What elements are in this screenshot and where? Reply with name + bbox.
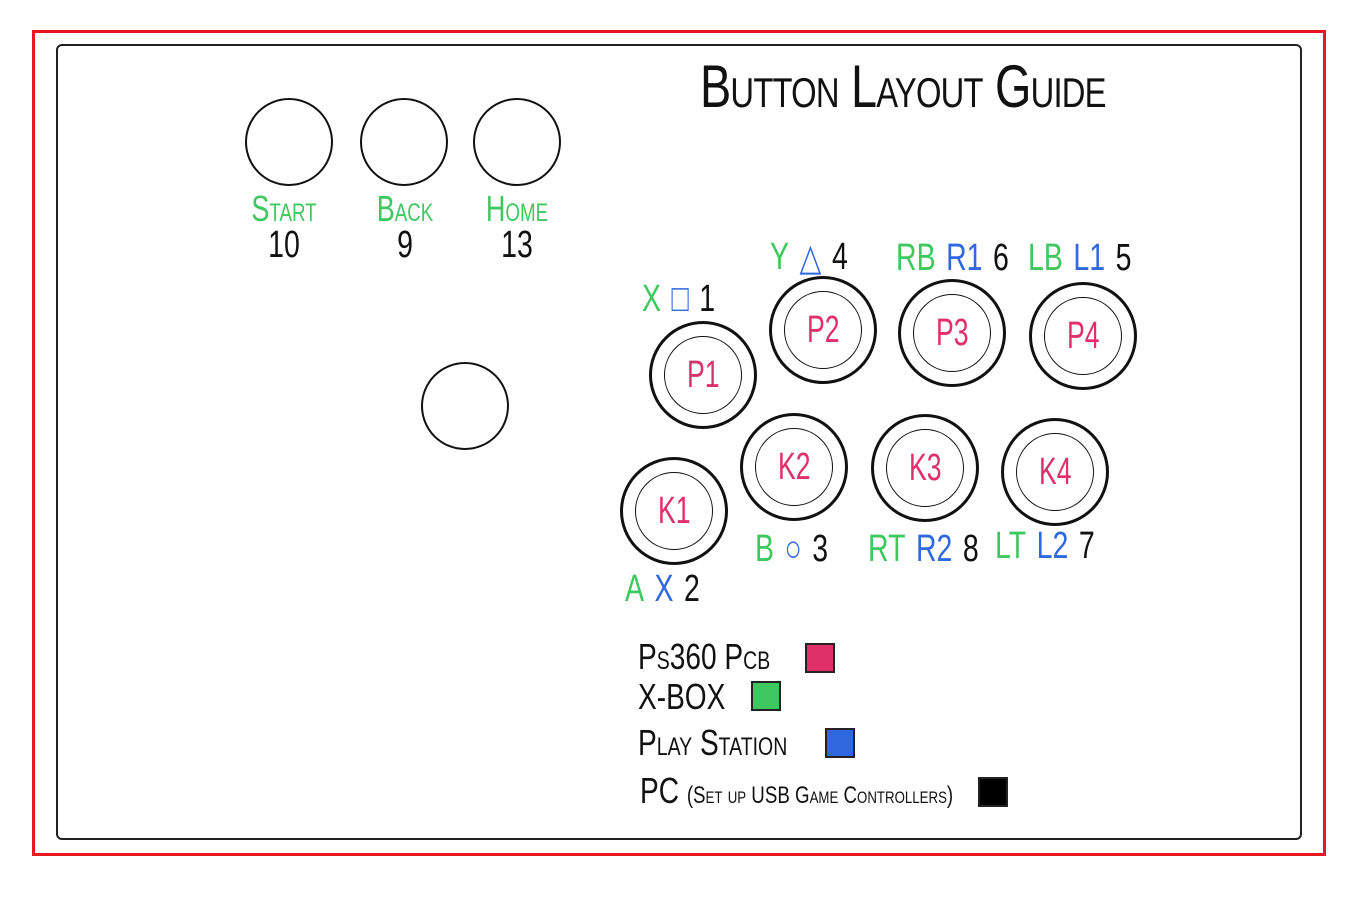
button-name: K1 — [657, 489, 691, 532]
home-caption: Home 13 — [447, 188, 587, 267]
pc-label: 1 — [699, 278, 716, 320]
legend-swatch-ps360 — [805, 643, 835, 673]
ps-label: □ — [671, 278, 689, 320]
xbox-label: RB — [896, 237, 936, 279]
button-name: P3 — [935, 311, 969, 354]
pc-label: 7 — [1078, 525, 1095, 567]
ps-label: △ — [799, 237, 822, 279]
button-name: K3 — [908, 446, 942, 489]
xbox-label: LT — [995, 525, 1027, 567]
pc-label: 5 — [1115, 237, 1132, 279]
home-label: Home — [485, 188, 549, 229]
button-k3[interactable]: K3 — [871, 414, 979, 522]
ps-label: L1 — [1073, 237, 1106, 279]
ps-label: L2 — [1036, 525, 1069, 567]
pc-label: 2 — [684, 568, 700, 610]
back-button[interactable] — [360, 98, 448, 186]
legend-ps360: Ps360 Pcb — [638, 636, 771, 677]
outer-frame — [32, 30, 1326, 856]
button-p1[interactable]: P1 — [649, 321, 757, 429]
pc-label: 4 — [831, 236, 848, 278]
home-button[interactable] — [473, 98, 561, 186]
mapping-p1: X□1 — [642, 278, 715, 321]
legend-playstation: Play Station — [638, 722, 788, 763]
ps-label: ○ — [784, 528, 802, 570]
button-name: P4 — [1066, 314, 1100, 357]
panel-outline — [56, 44, 1302, 840]
start-number: 10 — [268, 224, 300, 266]
legend-swatch-xbox — [751, 681, 781, 711]
button-name: K4 — [1038, 450, 1072, 493]
start-button[interactable] — [245, 98, 333, 186]
legend-pc-note: (Set up USB Game Controllers) — [686, 782, 954, 809]
button-name: P1 — [686, 353, 720, 396]
xbox-label: X — [642, 278, 662, 320]
button-k1[interactable]: K1 — [620, 457, 728, 565]
button-p2[interactable]: P2 — [769, 276, 877, 384]
ps-label: X — [654, 568, 674, 610]
back-label: Back — [376, 188, 434, 229]
back-caption: Back 9 — [335, 188, 475, 267]
start-caption: Start 10 — [214, 188, 354, 267]
joystick[interactable] — [421, 362, 509, 450]
pc-label: 3 — [812, 528, 829, 570]
legend-pc: PC (Set up USB Game Controllers) — [640, 770, 953, 812]
mapping-k2: B○3 — [755, 528, 828, 571]
start-label: Start — [251, 188, 317, 229]
legend-swatch-pc — [978, 777, 1008, 807]
back-number: 9 — [397, 224, 413, 266]
ps-label: R2 — [915, 528, 953, 570]
button-p4[interactable]: P4 — [1029, 282, 1137, 390]
mapping-p2: Y△4 — [770, 235, 848, 280]
xbox-label: RT — [868, 528, 906, 570]
home-number: 13 — [501, 224, 533, 266]
button-name: K2 — [777, 445, 811, 488]
xbox-label: A — [625, 568, 645, 610]
button-name: P2 — [806, 308, 840, 351]
xbox-label: Y — [770, 236, 790, 278]
legend-pc-label: PC — [640, 770, 680, 811]
pc-label: 8 — [962, 528, 979, 570]
xbox-label: B — [755, 528, 775, 570]
button-k2[interactable]: K2 — [740, 413, 848, 521]
xbox-label: LB — [1028, 237, 1063, 279]
legend-swatch-playstation — [825, 728, 855, 758]
page-title: Button Layout Guide — [700, 53, 1107, 120]
pc-label: 6 — [993, 237, 1009, 279]
button-k4[interactable]: K4 — [1001, 418, 1109, 526]
legend-xbox: X-BOX — [638, 676, 726, 717]
ps-label: R1 — [946, 237, 983, 279]
button-p3[interactable]: P3 — [898, 279, 1006, 387]
